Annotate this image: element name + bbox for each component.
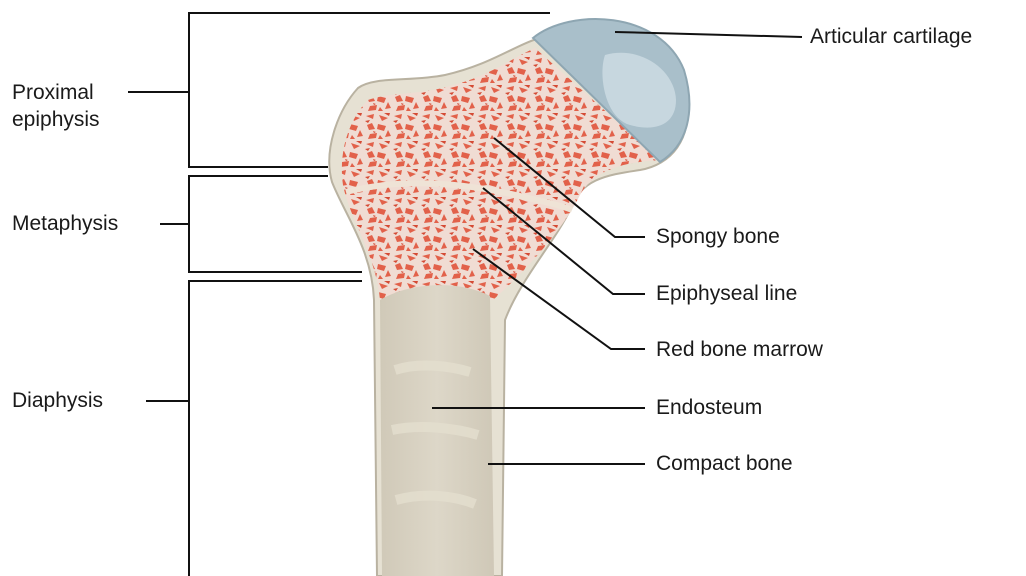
label-spongy-bone: Spongy bone	[656, 224, 780, 250]
label-red-bone-marrow: Red bone marrow	[656, 337, 823, 363]
label-endosteum: Endosteum	[656, 395, 762, 421]
diaphysis-bracket	[146, 281, 362, 576]
label-metaphysis: Metaphysis	[12, 211, 118, 237]
label-diaphysis: Diaphysis	[12, 388, 103, 414]
label-articular-cartilage: Articular cartilage	[810, 24, 972, 50]
label-proximal-epiphysis-line2: epiphysis	[12, 107, 100, 133]
metaphysis-bracket	[160, 176, 362, 272]
label-proximal-epiphysis-line1: Proximal	[12, 80, 94, 106]
label-epiphyseal-line: Epiphyseal line	[656, 281, 797, 307]
label-compact-bone: Compact bone	[656, 451, 793, 477]
